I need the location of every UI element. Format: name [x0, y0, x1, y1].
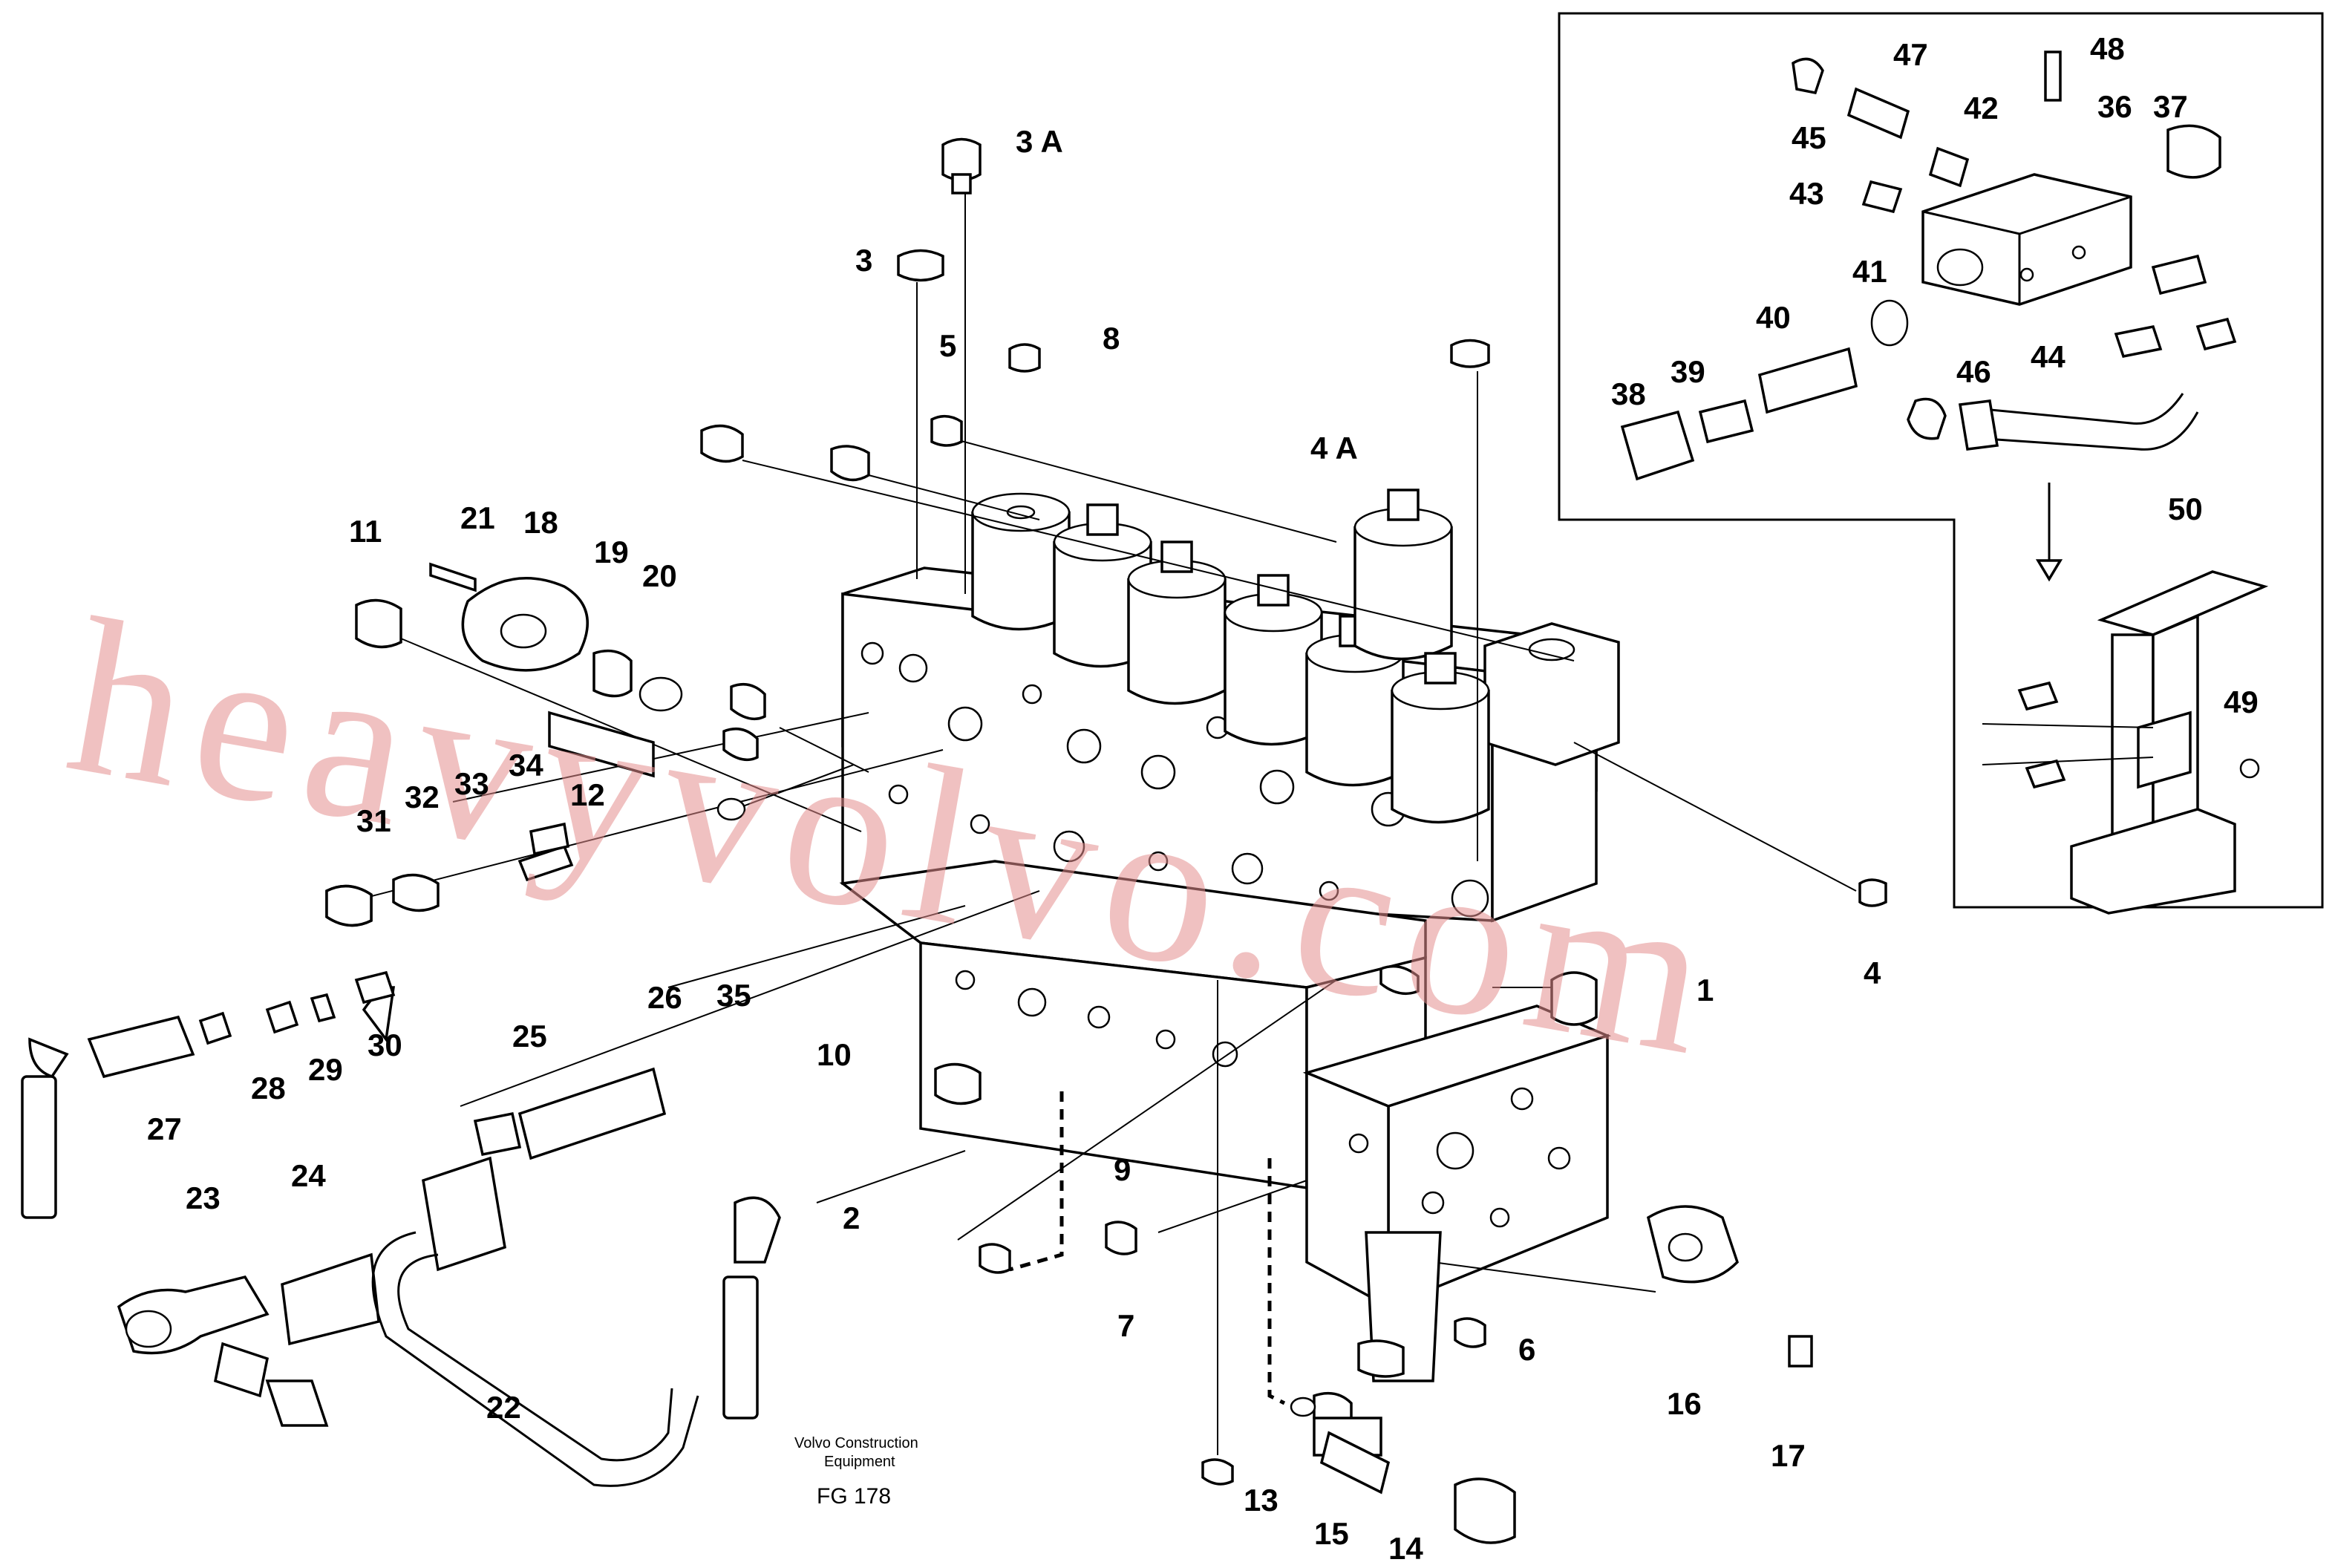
- label-47: 47: [1893, 37, 1928, 72]
- dashed-line-right: [1267, 1158, 1286, 1405]
- label-35: 35: [716, 978, 751, 1013]
- port-holes: [860, 641, 1489, 1068]
- label-3a: 3 A: [1016, 124, 1063, 159]
- label-4: 4: [1864, 956, 1881, 990]
- assembly-lines: [333, 171, 1857, 1455]
- solenoid-valves: [971, 489, 1490, 824]
- label-37: 37: [2153, 89, 2188, 124]
- left-fittings: [325, 562, 746, 927]
- label-15: 15: [1314, 1516, 1349, 1551]
- label-14: 14: [1388, 1531, 1423, 1566]
- label-29: 29: [308, 1052, 343, 1087]
- figure-number: FG 178: [817, 1484, 891, 1509]
- label-21: 21: [460, 500, 495, 535]
- label-25: 25: [512, 1019, 547, 1054]
- label-17: 17: [1771, 1438, 1806, 1473]
- label-44: 44: [2031, 339, 2065, 374]
- label-1: 1: [1696, 973, 1714, 1007]
- label-26: 26: [647, 980, 682, 1015]
- caption-line2: Equipment: [824, 1454, 895, 1470]
- label-38: 38: [1611, 376, 1646, 411]
- label-12: 12: [570, 777, 605, 812]
- label-32: 32: [405, 780, 440, 814]
- part-labels: 1 2 3 3 A 4 4 A 5 6 7 8 9 10 11 12 13 14…: [147, 31, 2259, 1566]
- label-10: 10: [817, 1037, 852, 1072]
- label-8: 8: [1103, 321, 1120, 356]
- label-50: 50: [2168, 491, 2203, 526]
- label-5: 5: [939, 328, 956, 363]
- label-11: 11: [349, 514, 382, 549]
- label-39: 39: [1671, 354, 1705, 389]
- label-34: 34: [509, 748, 543, 783]
- label-33: 33: [454, 766, 489, 801]
- lower-parts: [934, 1062, 1813, 1544]
- label-7: 7: [1117, 1308, 1134, 1343]
- label-46: 46: [1956, 354, 1991, 389]
- label-28: 28: [251, 1071, 286, 1105]
- label-43: 43: [1789, 176, 1824, 211]
- label-2: 2: [843, 1200, 860, 1235]
- label-31: 31: [356, 803, 391, 838]
- label-3: 3: [855, 243, 872, 278]
- label-48: 48: [2090, 31, 2125, 66]
- label-9: 9: [1114, 1152, 1131, 1187]
- label-45: 45: [1792, 120, 1826, 155]
- dashed-line-left: [1009, 1091, 1064, 1272]
- label-4a: 4 A: [1310, 431, 1358, 466]
- plugs: [325, 137, 1887, 1026]
- inset-assembly: [1620, 50, 2269, 915]
- figure-caption: Volvo Construction Equipment FG 178: [794, 1435, 918, 1509]
- label-30: 30: [368, 1028, 402, 1062]
- hose-assembly: [21, 970, 781, 1487]
- label-18: 18: [523, 505, 558, 540]
- label-13: 13: [1244, 1483, 1278, 1518]
- label-6: 6: [1518, 1332, 1535, 1367]
- label-49: 49: [2224, 685, 2259, 719]
- caption-line1: Volvo Construction: [794, 1435, 918, 1451]
- label-42: 42: [1964, 91, 1999, 125]
- label-40: 40: [1756, 300, 1791, 335]
- label-36: 36: [2097, 89, 2132, 124]
- label-16: 16: [1667, 1386, 1702, 1421]
- label-41: 41: [1852, 254, 1887, 289]
- label-19: 19: [594, 535, 629, 569]
- label-20: 20: [642, 558, 677, 593]
- label-23: 23: [186, 1180, 221, 1215]
- inset-frame: [1558, 12, 2324, 909]
- label-22: 22: [486, 1390, 521, 1425]
- label-24: 24: [291, 1158, 326, 1193]
- label-27: 27: [147, 1111, 182, 1146]
